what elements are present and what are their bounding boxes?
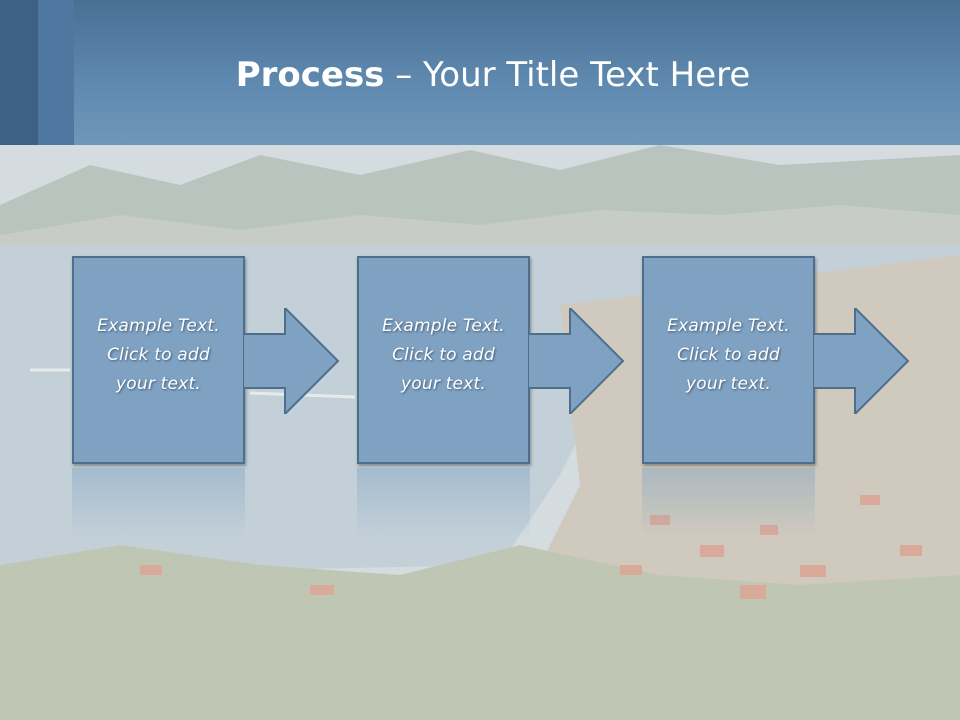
right-arrow-icon <box>528 308 625 414</box>
step-box[interactable] <box>72 256 245 464</box>
header-accent-stripe-light <box>38 0 74 145</box>
header-accent-stripe <box>0 0 38 145</box>
right-arrow-icon <box>243 308 340 414</box>
process-step-3[interactable]: Example Text. Click to add your text. <box>642 256 912 468</box>
right-arrow-icon <box>813 308 910 414</box>
step-reflection <box>642 468 815 538</box>
process-step-2[interactable]: Example Text. Click to add your text. <box>357 256 627 468</box>
title-bold: Process <box>235 55 385 95</box>
title-rest: – Your Title Text Here <box>384 55 751 95</box>
slide-title[interactable]: Process – Your Title Text Here <box>74 52 912 98</box>
step-text[interactable]: Example Text. Click to add your text. <box>667 316 790 394</box>
header-band: Process – Your Title Text Here <box>0 0 960 145</box>
step-text[interactable]: Example Text. Click to add your text. <box>382 316 505 394</box>
process-step-1[interactable]: Example Text. Click to add your text. <box>72 256 342 468</box>
step-reflection <box>72 468 245 538</box>
step-text[interactable]: Example Text. Click to add your text. <box>97 316 220 394</box>
step-reflection <box>357 468 530 538</box>
